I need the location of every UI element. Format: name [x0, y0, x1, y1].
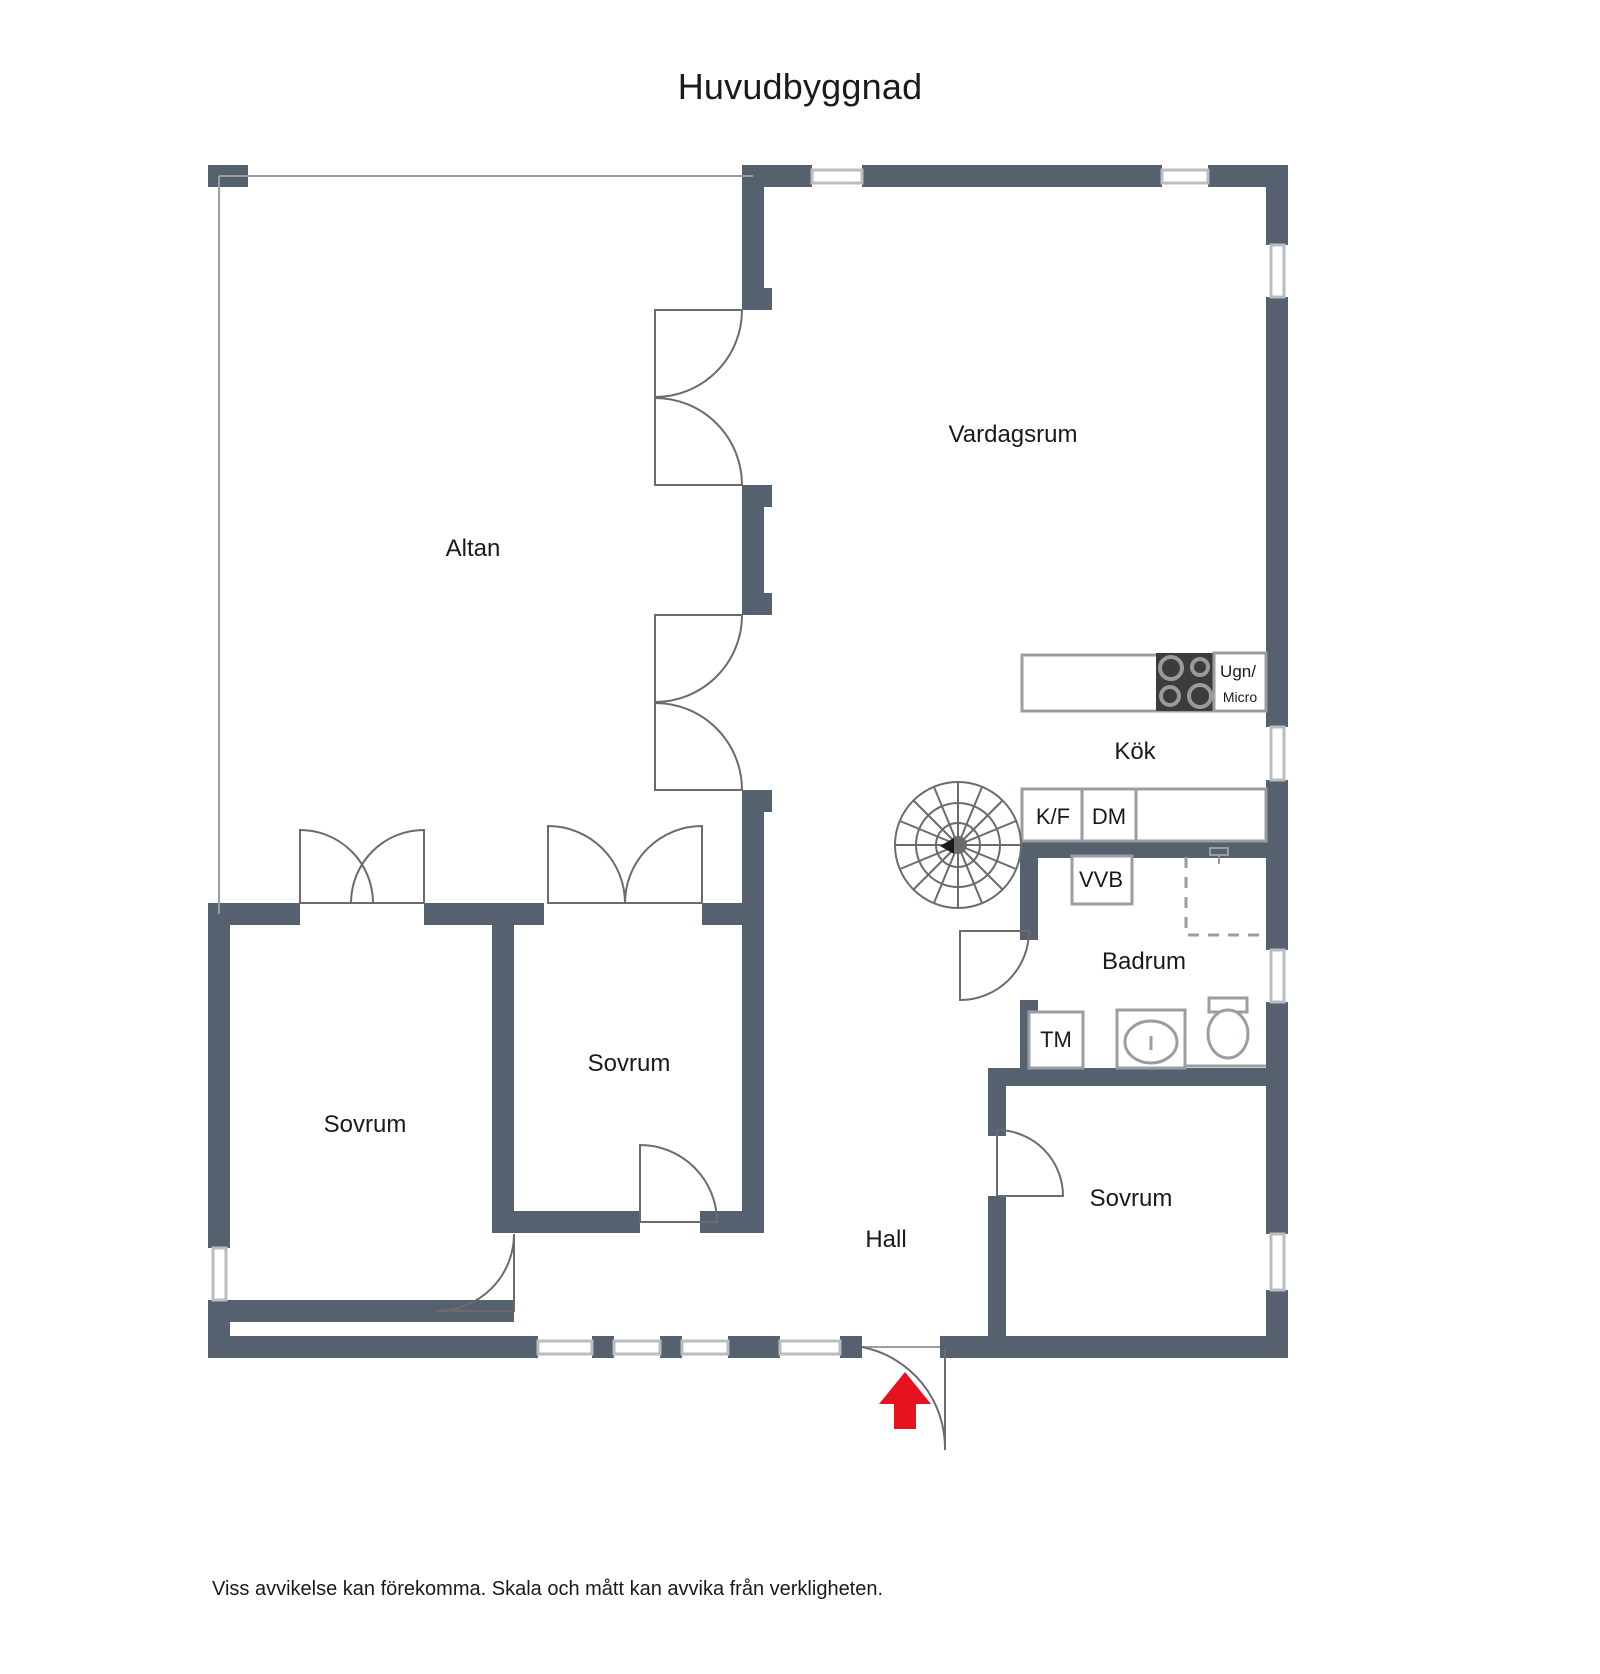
burner-4: [1187, 683, 1213, 709]
toilet-icon: [1206, 996, 1250, 1060]
window-left-1: [211, 1246, 228, 1302]
washing-machine-box: [1027, 1010, 1085, 1070]
shower-mixer-icon: [1209, 847, 1229, 864]
window-bottom-3: [680, 1339, 730, 1356]
wall-bottom-e: [940, 1336, 1288, 1358]
staircase-direction-arrow: [940, 838, 954, 854]
wall-bottom-c: [728, 1336, 780, 1358]
kitchen-counter-lower: [1020, 787, 1268, 843]
window-bottom-4: [778, 1339, 842, 1356]
window-right-3: [1269, 948, 1286, 1004]
wall-left-a: [208, 903, 230, 1248]
water-heater-box: [1070, 854, 1134, 906]
bathroom-group: [1027, 847, 1266, 1070]
disclaimer-note: Viss avvikelse kan förekomma. Skala och …: [212, 1578, 884, 1600]
window-top-1: [810, 168, 864, 185]
wall-altan-jog-a: [742, 288, 772, 310]
wall-bedroom-divider: [492, 903, 514, 1233]
window-bottom-2: [612, 1339, 662, 1356]
door-badrum: [959, 930, 1031, 1002]
wall-bedroom-bottom-a: [492, 1211, 640, 1233]
wall-altan-jog-d: [742, 790, 772, 812]
wall-altan-div-b: [742, 485, 764, 615]
fixture-label-water-heater: VVB: [1078, 867, 1124, 892]
window-right-4: [1269, 1232, 1286, 1292]
wall-right-a: [1266, 165, 1288, 245]
door-sovrum-mid-top-2: [623, 824, 703, 904]
wall-right-c: [1266, 780, 1288, 950]
fixture-label-fridge-freezer: K/F: [1035, 804, 1071, 829]
oven-microwave-box: [1212, 651, 1268, 713]
door-sovrum-right: [996, 1128, 1065, 1197]
door-sovrum-left-top: [299, 828, 375, 904]
wall-bottom-a: [592, 1336, 614, 1358]
burner-3: [1159, 685, 1181, 707]
wall-bottom-b: [660, 1336, 682, 1358]
door-entrance-swing: [861, 1346, 947, 1451]
wall-sovrum-left-bottom: [208, 1300, 514, 1322]
door-altan-2: [654, 396, 744, 486]
fixture-label-washing-machine: TM: [1040, 1027, 1072, 1052]
door-sovrum-mid-top: [547, 824, 627, 904]
wall-right-b: [1266, 297, 1288, 727]
door-altan-3: [654, 614, 744, 704]
wall-bottom-left-corner: [208, 1336, 538, 1358]
wall-bottom-d: [840, 1336, 862, 1358]
wall-top-right-b: [862, 165, 1162, 187]
staircase-treads: [895, 782, 1021, 908]
burner-2: [1190, 657, 1210, 677]
wall-bedroom-top-a: [208, 903, 300, 925]
wall-altan-jog-c: [742, 593, 772, 615]
door-sovrum-left-bottom: [436, 1233, 515, 1312]
windows-group: [211, 168, 1286, 1356]
door-altan-1: [654, 309, 744, 399]
door-sovrum-left-top-2: [349, 828, 425, 904]
window-right-2: [1269, 725, 1286, 782]
washbasin-bowl: [1123, 1019, 1179, 1065]
wall-bedroom-top-b: [424, 903, 544, 925]
fixture-label-oven: Ugn/: [1220, 662, 1256, 681]
window-top-2: [1160, 168, 1210, 185]
fixture-label-dishwasher: DM: [1091, 804, 1127, 829]
doors-group: [299, 309, 1065, 1451]
kitchen-group: [1020, 651, 1268, 843]
shower-area: [1184, 857, 1266, 937]
door-sovrum-mid-bottom: [639, 1143, 719, 1223]
window-bottom-1: [536, 1339, 594, 1356]
wall-bathroom-left-a: [1020, 840, 1038, 940]
fixture-label-micro: Micro: [1222, 689, 1258, 705]
door-altan-4: [654, 701, 744, 791]
wall-sovrum-mid-right: [742, 903, 764, 1233]
wall-hall-sovrum-right-a: [988, 1068, 1006, 1136]
window-right-1: [1269, 243, 1286, 299]
wall-kitchen-bottom: [1020, 840, 1266, 858]
wall-altan-div-a: [742, 165, 764, 310]
wall-top-right-a: [760, 165, 812, 187]
burner-1: [1158, 655, 1184, 681]
wall-right-d: [1266, 1002, 1288, 1234]
thin-outlines: [218, 175, 940, 1348]
altan-outline: [218, 175, 753, 914]
wall-bathroom-bottom: [988, 1068, 1266, 1086]
entrance-arrow-icon: [879, 1372, 931, 1429]
wall-altan-div-c: [742, 790, 764, 915]
page-title: Huvudbyggnad: [677, 66, 923, 107]
walls-group: [208, 165, 1288, 1358]
wall-hall-sovrum-right-b: [988, 1196, 1006, 1356]
wall-altan-jog-b: [742, 485, 772, 507]
spiral-staircase: [894, 781, 1022, 909]
